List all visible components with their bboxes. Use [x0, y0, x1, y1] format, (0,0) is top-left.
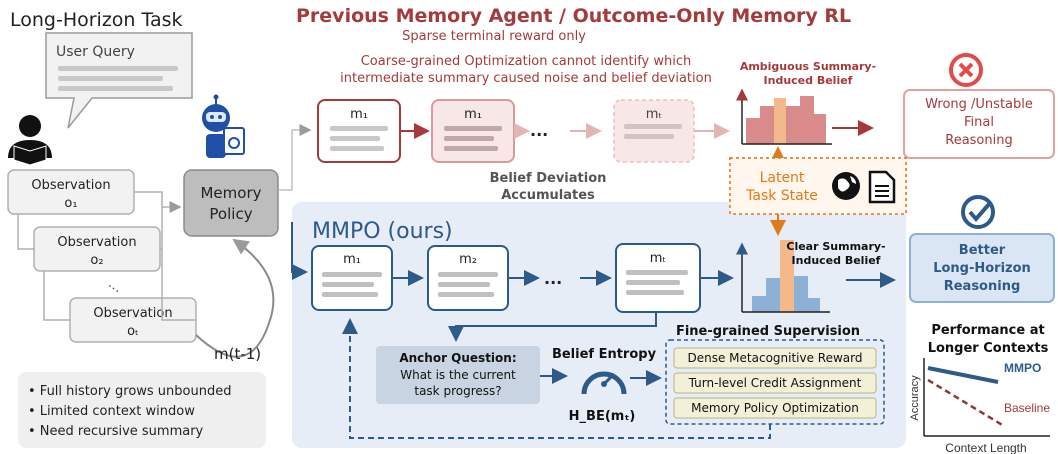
note-1: • Full history grows unbounded: [28, 384, 231, 399]
top-subtitle: Sparse terminal reward only: [402, 29, 586, 44]
observation-1-label: Observation: [31, 178, 110, 193]
top-mt-label: mₜ: [646, 107, 663, 122]
user-query-label: User Query: [56, 44, 135, 60]
bottom-memory-mt: mₜ: [615, 243, 701, 313]
perf-baseline-label: Baseline: [1004, 401, 1050, 415]
note-3: • Need recursive summary: [28, 424, 204, 439]
fine-title: Fine-grained Supervision: [676, 324, 860, 339]
perf-title-line1: Performance at: [931, 323, 1044, 338]
memory-policy-line1: Memory: [200, 184, 261, 202]
memory-policy-line2: Policy: [209, 205, 252, 223]
entropy-formula: H_BE(mₜ): [569, 409, 636, 424]
top-m1b-label: m₁: [464, 107, 482, 122]
bottom-mt-label: mₜ: [650, 251, 667, 266]
perf-title-line2: Longer Contexts: [928, 341, 1049, 356]
check-icon: [961, 195, 995, 229]
fine-grained-box: Dense Metacognitive Reward Turn-level Cr…: [665, 339, 885, 425]
ambig-line1: Ambiguous Summary-: [740, 60, 876, 73]
observation-ellipsis: ...: [105, 276, 125, 297]
observation-1-sub: o₁: [64, 196, 77, 211]
top-memory-m1b: m₁: [431, 99, 515, 163]
perf-baseline-line: [927, 378, 1005, 428]
anchor-question-box: Anchor Question: What is the current tas…: [376, 346, 540, 404]
bottom-ellipsis: ...: [544, 269, 562, 288]
ambiguous-belief-histogram: Ambiguous Summary- Induced Belief: [736, 60, 876, 145]
better-line2: Long-Horizon: [933, 261, 1031, 276]
observation-2-label: Observation: [57, 235, 136, 250]
left-title: Long-Horizon Task: [10, 9, 183, 31]
better-line3: Reasoning: [944, 279, 1021, 294]
top-memory-m1: m₁: [317, 99, 401, 163]
belief-dev-line1: Belief Deviation: [490, 171, 607, 186]
wrong-line3: Reasoning: [945, 133, 1012, 148]
perf-xlabel: Context Length: [945, 441, 1026, 454]
anchor-line2: task progress?: [414, 384, 501, 398]
perf-mmpo-line: [927, 366, 999, 384]
user-reading-icon: [8, 115, 52, 166]
perf-mmpo-label: MMPO: [1004, 361, 1041, 375]
fine-item-1: Dense Metacognitive Reward: [688, 351, 863, 365]
wrong-line2: Final: [964, 115, 994, 130]
wrong-x-icon: [949, 53, 983, 87]
user-query-bubble: User Query: [45, 32, 193, 129]
top-memory-mt: mₜ: [613, 99, 695, 163]
gauge-icon: [581, 371, 627, 395]
observation-t-sub: oₜ: [127, 324, 139, 339]
fine-item-2: Turn-level Credit Assignment: [688, 376, 862, 390]
bottom-memory-m2: m₂: [427, 245, 509, 311]
bottom-m1-label: m₁: [343, 252, 361, 267]
clear-belief-histogram: Clear Summary- Induced Belief: [736, 240, 886, 313]
clear-line2: Induced Belief: [792, 254, 881, 267]
mmpo-title: MMPO (ours): [312, 219, 453, 244]
observation-2-box: Observation o₂: [33, 226, 161, 272]
note-2: • Limited context window: [28, 404, 195, 419]
robot-icon: [202, 94, 245, 158]
perf-ylabel: Accuracy: [909, 375, 921, 421]
performance-chart: Performance at Longer Contexts Accuracy …: [909, 323, 1050, 454]
top-note-line1: Coarse-grained Optimization cannot ident…: [361, 54, 692, 69]
entropy-title: Belief Entropy: [552, 347, 657, 362]
latent-line2-front: Task State: [745, 188, 818, 204]
observation-1-box: Observation o₁: [7, 169, 135, 215]
latent-line1-front: Latent: [760, 170, 805, 186]
ambig-line2: Induced Belief: [764, 74, 853, 87]
wrong-reasoning-box: Wrong /Unstable Final Reasoning: [903, 89, 1055, 159]
top-m1-label: m₁: [350, 107, 368, 122]
top-title: Previous Memory Agent / Outcome-Only Mem…: [296, 5, 851, 27]
anchor-title: Anchor Question:: [399, 351, 516, 365]
m-prev-label: m(t-1): [214, 345, 261, 363]
bottom-memory-m1: m₁: [311, 245, 393, 311]
bottom-m2-label: m₂: [459, 252, 477, 267]
fine-item-3: Memory Policy Optimization: [691, 401, 859, 415]
anchor-line1: What is the current: [400, 368, 516, 382]
observation-t-box: Observation oₜ: [69, 297, 197, 343]
top-note-line2: intermediate summary caused noise and be…: [340, 71, 712, 86]
better-reasoning-box: Better Long-Horizon Reasoning: [909, 233, 1055, 303]
memory-policy-box: Memory Policy: [183, 169, 279, 237]
observation-2-sub: o₂: [90, 253, 103, 268]
top-ellipsis: ...: [530, 121, 548, 140]
notes-box: • Full history grows unbounded • Limited…: [18, 372, 266, 448]
wrong-line1: Wrong /Unstable: [925, 97, 1033, 112]
clear-line1: Clear Summary-: [786, 240, 885, 253]
better-line1: Better: [959, 243, 1006, 258]
observation-t-label: Observation: [93, 306, 172, 321]
belief-dev-line2: Accumulates: [501, 188, 595, 203]
